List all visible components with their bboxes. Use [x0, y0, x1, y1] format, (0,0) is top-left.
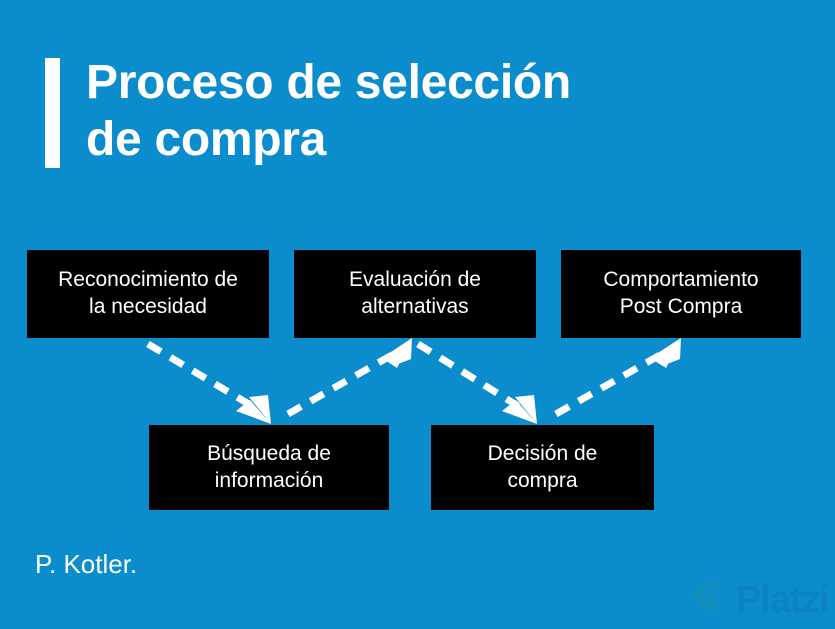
process-box-post-compra: Comportamiento Post Compra — [561, 250, 801, 338]
process-box-reconocimiento: Reconocimiento de la necesidad — [27, 250, 269, 338]
arrow-reconocimiento-to-busqueda — [146, 340, 271, 424]
platzi-watermark-text: Platzi — [735, 579, 830, 621]
platzi-watermark: Platzi — [688, 579, 830, 621]
arrow-evaluacion-to-decision — [416, 341, 537, 424]
arrow-decision-to-post-compra — [554, 338, 681, 418]
platzi-logo-icon — [691, 582, 720, 613]
process-box-decision: Decisión de compra — [431, 425, 654, 510]
attribution-text: P. Kotler. — [35, 549, 138, 579]
title-block: Proceso de selección de compra — [45, 55, 571, 168]
title-accent-bar — [45, 58, 60, 168]
arrow-busqueda-to-evaluacion — [286, 338, 412, 418]
page-title: Proceso de selección de compra — [86, 56, 571, 166]
process-box-evaluacion: Evaluación de alternativas — [294, 250, 536, 338]
process-box-busqueda: Búsqueda de información — [149, 425, 389, 510]
